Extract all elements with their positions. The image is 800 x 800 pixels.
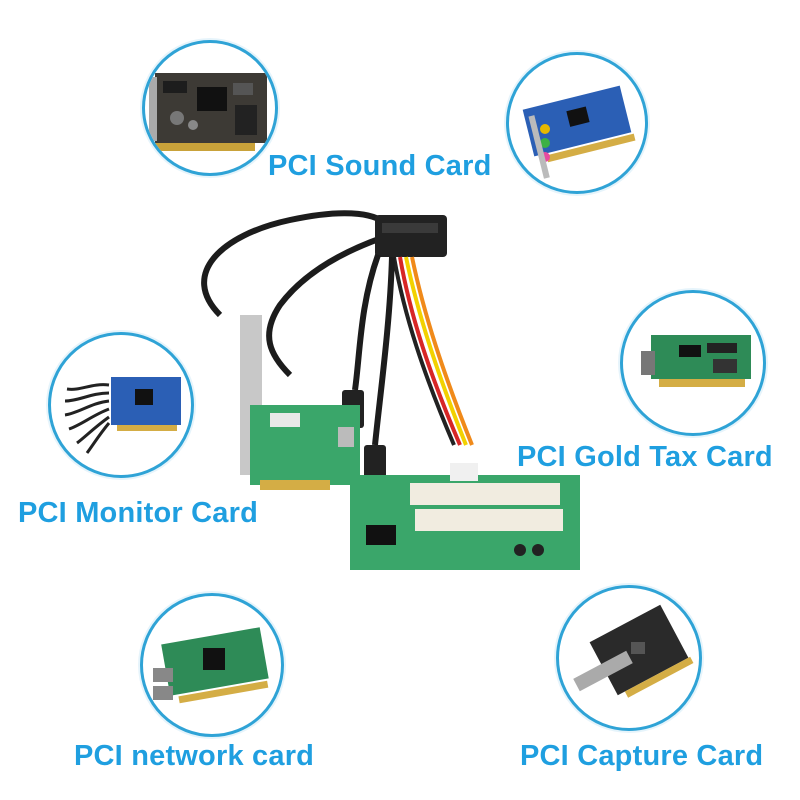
pci-sound-card-label: PCI Sound Card — [268, 150, 492, 182]
sound-card-dark-image — [142, 40, 278, 176]
monitor-card-image — [48, 332, 194, 478]
capture-card-image — [556, 585, 702, 731]
sound-card-blue-image — [506, 52, 648, 194]
pci-network-card-label: PCI network card — [74, 740, 315, 772]
pci-capture-card-label: PCI Capture Card — [520, 740, 764, 772]
pci-gold-tax-card-label: PCI Gold Tax Card — [517, 441, 773, 473]
network-card-image — [140, 593, 284, 737]
pcie-to-pci-adapter-image — [160, 175, 620, 595]
gold-tax-card-image — [620, 290, 766, 436]
pci-monitor-card-label: PCI Monitor Card — [18, 497, 259, 529]
